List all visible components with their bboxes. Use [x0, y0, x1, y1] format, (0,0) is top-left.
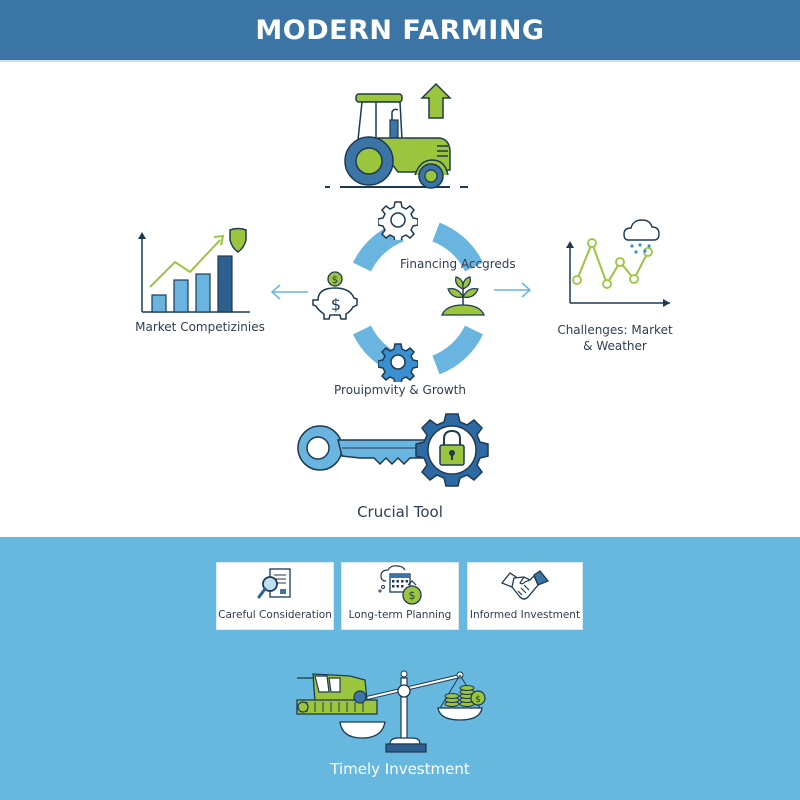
- challenges-label-line1: Challenges: Market: [557, 323, 673, 337]
- card-long-term-planning: $ Long-term Planning: [341, 562, 459, 630]
- handshake-icon: [500, 570, 550, 600]
- bar-chart-icon: [138, 227, 250, 313]
- arrow-left-icon: [270, 284, 308, 300]
- crucial-tool-label: Crucial Tool: [357, 503, 443, 521]
- financing-label: Financing Accgreds: [400, 257, 516, 271]
- piggy-bank-icon: $ $: [312, 271, 358, 320]
- market-competition-label: Market Competizinies: [135, 320, 265, 334]
- challenges-label: Challenges: Market & Weather: [550, 322, 680, 354]
- sprout-icon: [441, 276, 485, 316]
- arrow-right-icon: [494, 282, 532, 298]
- card-careful-consideration: Careful Consideration: [216, 562, 334, 630]
- gear-icon: [378, 201, 418, 240]
- svg-text:$: $: [332, 275, 338, 286]
- balance-scale-icon: $: [339, 670, 486, 753]
- challenges-label-line2: & Weather: [583, 339, 647, 353]
- svg-text:$: $: [475, 695, 481, 705]
- line-chart-weather-icon: [566, 219, 670, 307]
- card-label: Long-term Planning: [348, 609, 452, 621]
- page-title: MODERN FARMING: [255, 14, 545, 46]
- svg-text:$: $: [331, 295, 341, 314]
- tractor-icon: [325, 82, 468, 189]
- svg-text:$: $: [409, 589, 416, 602]
- header-banner: MODERN FARMING: [0, 0, 800, 62]
- card-informed-investment: Informed Investment: [467, 562, 583, 630]
- search-document-icon: [257, 568, 291, 599]
- card-label: Informed Investment: [469, 609, 581, 621]
- calendar-money-icon: $: [378, 565, 422, 605]
- key-lock-icon: [297, 413, 489, 487]
- productivity-label: Prouipmvity & Growth: [334, 383, 466, 397]
- timely-investment-label: Timely Investment: [330, 760, 470, 778]
- card-label: Careful Consideration: [218, 609, 332, 621]
- combine-harvester-icon: [296, 673, 378, 715]
- gear-filled-icon: [378, 343, 418, 382]
